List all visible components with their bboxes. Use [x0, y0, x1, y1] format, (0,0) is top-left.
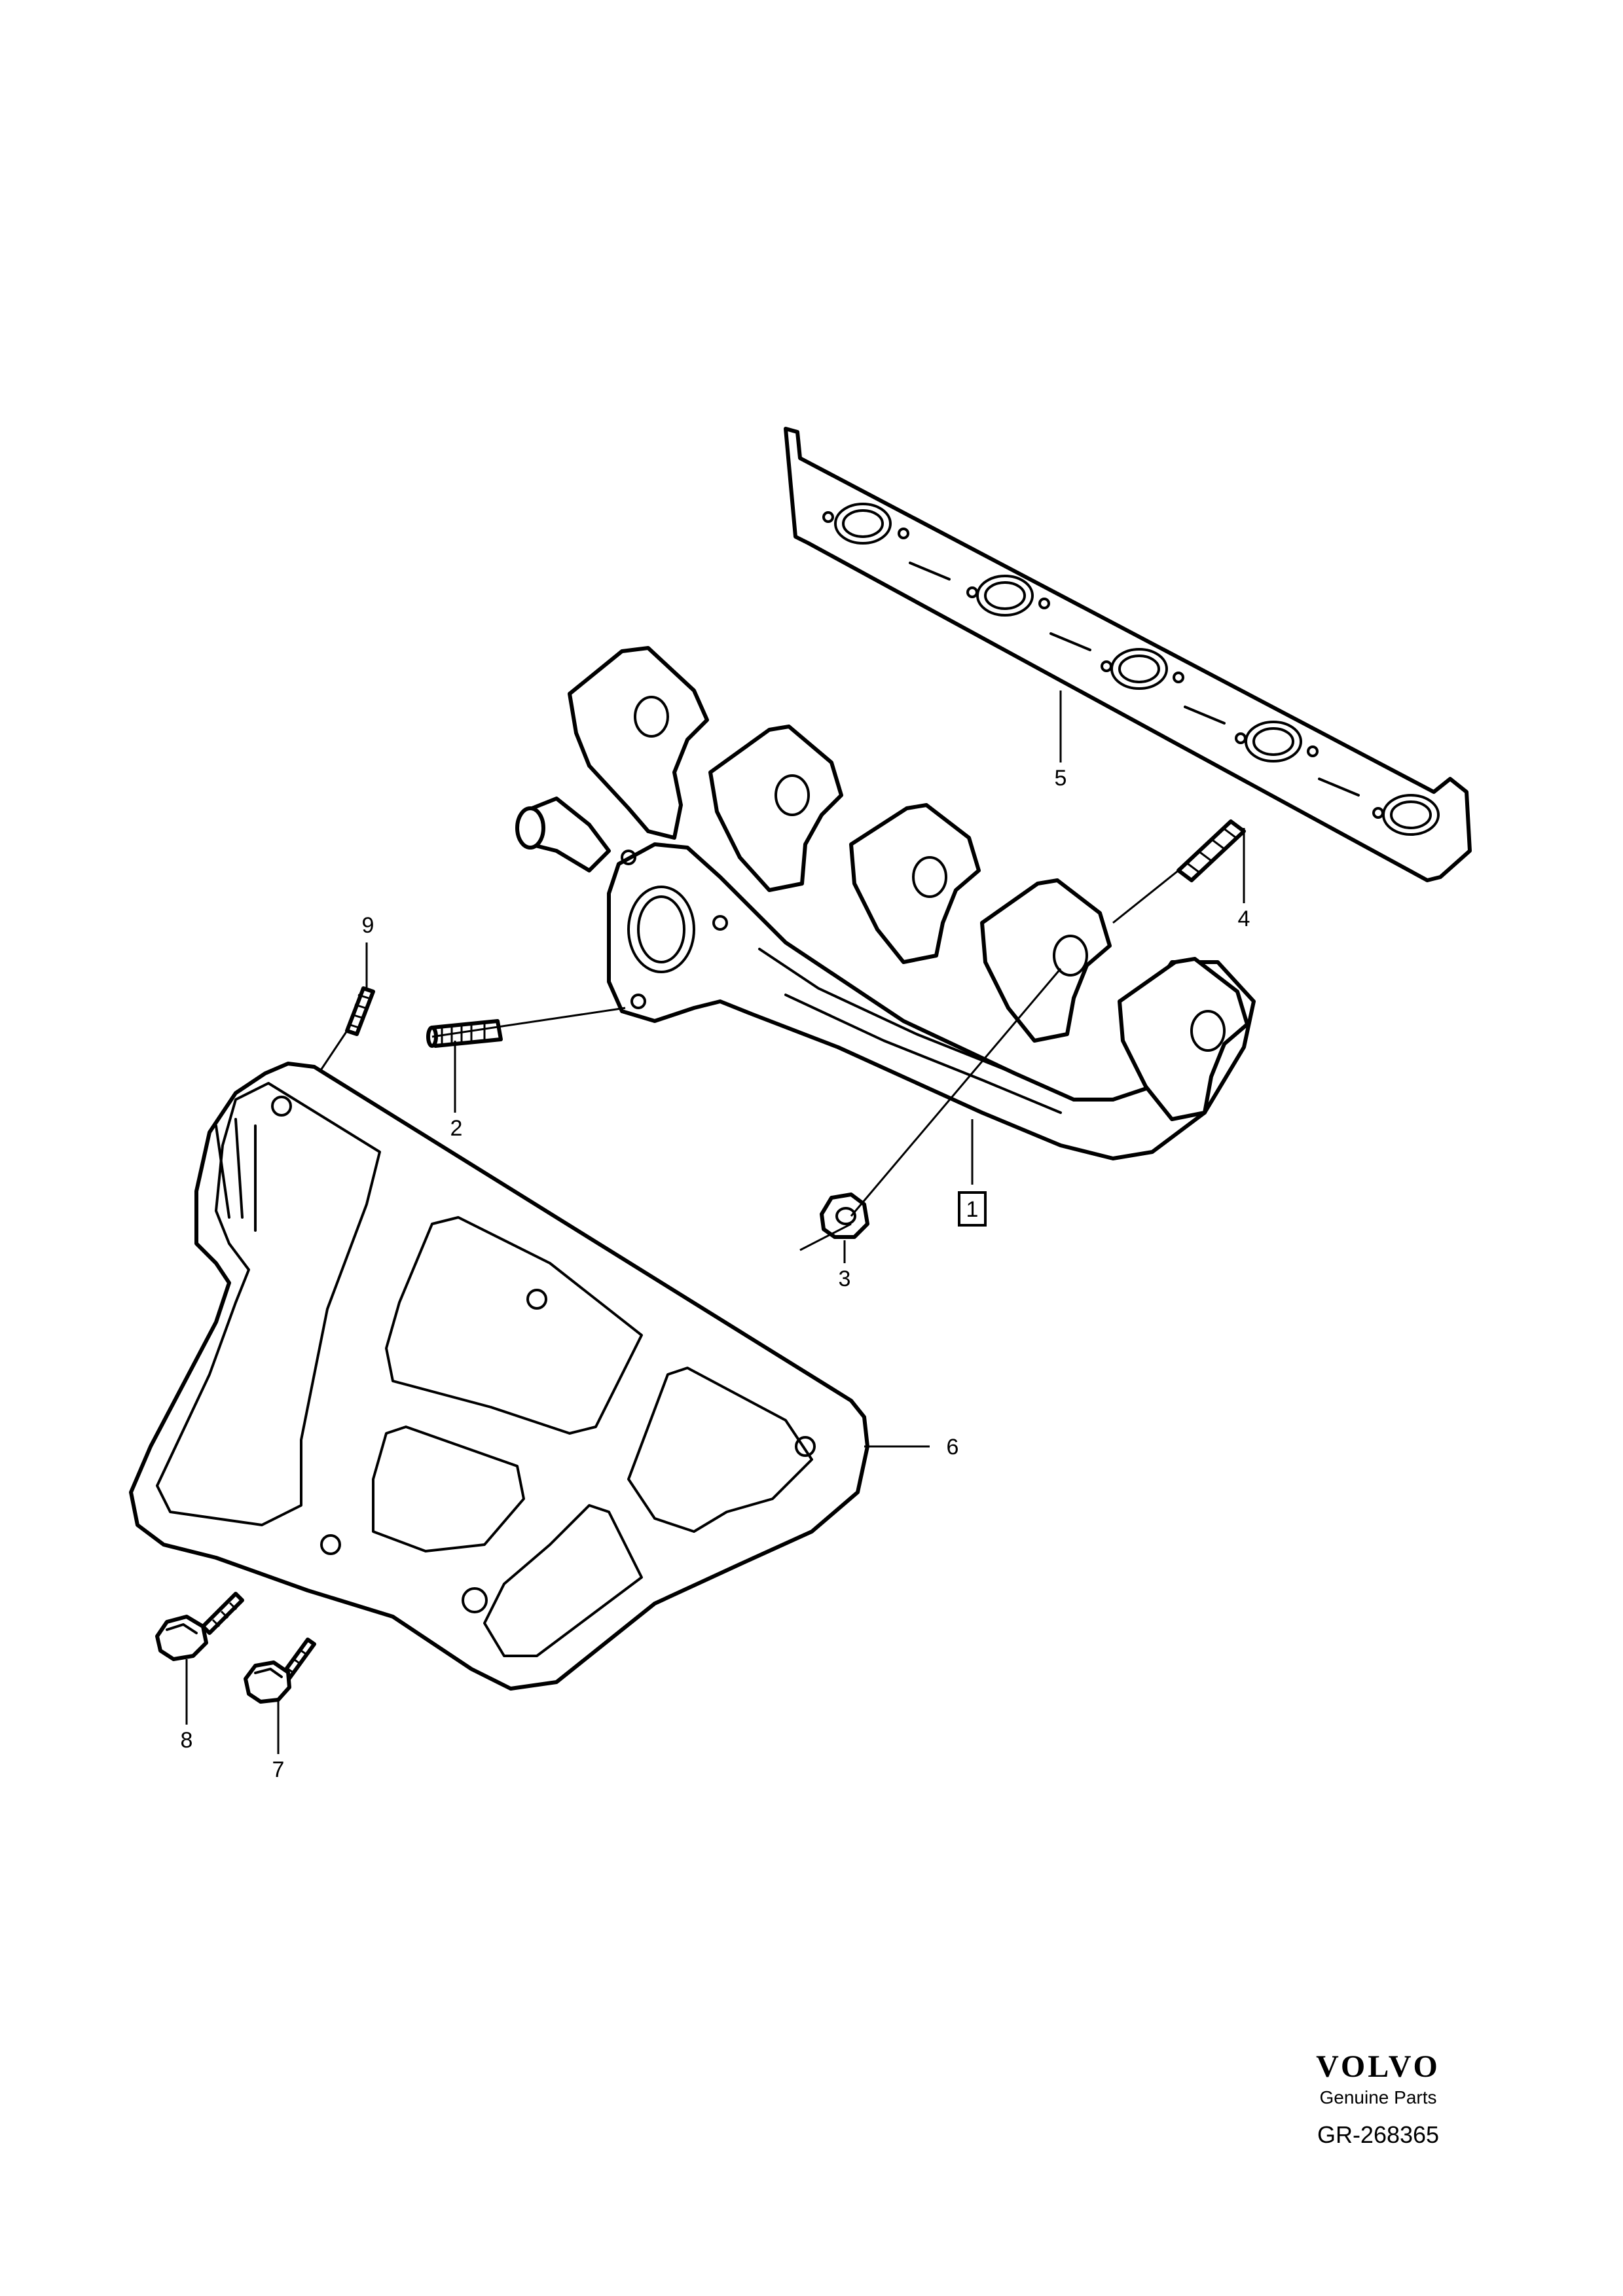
brand-block: VOLVO Genuine Parts GR-268365 — [1270, 2049, 1486, 2149]
callout-6: 6 — [947, 1435, 959, 1460]
heat-shield-part-6 — [129, 1062, 869, 1691]
callout-4: 4 — [1238, 906, 1250, 931]
callout-9: 9 — [362, 913, 374, 938]
callout-1: 1 — [966, 1197, 979, 1222]
callout-5: 5 — [1055, 766, 1067, 791]
stud-part-2 — [426, 1019, 503, 1048]
nut-part-3 — [820, 1193, 869, 1239]
callout-box-1 — [958, 1191, 987, 1227]
diagram-reference: GR-268365 — [1317, 2121, 1440, 2148]
gasket-part-5 — [784, 427, 1472, 882]
exhaust-manifold-part-1 — [515, 646, 1256, 1160]
stud-part-4 — [1176, 819, 1246, 882]
volvo-logo: VOLVO — [1316, 2049, 1440, 2084]
leader-lines — [185, 691, 1245, 1754]
callout-3: 3 — [839, 1266, 851, 1291]
callout-labels: 1 2 3 4 5 6 7 8 9 — [181, 766, 1250, 1782]
callout-2: 2 — [450, 1116, 463, 1141]
bolt-part-7 — [244, 1638, 316, 1704]
stud-part-9 — [345, 986, 375, 1036]
callout-8: 8 — [181, 1728, 193, 1753]
callout-7: 7 — [272, 1757, 285, 1782]
brand-tagline: Genuine Parts — [1319, 2087, 1437, 2108]
bolt-part-8 — [155, 1592, 244, 1661]
